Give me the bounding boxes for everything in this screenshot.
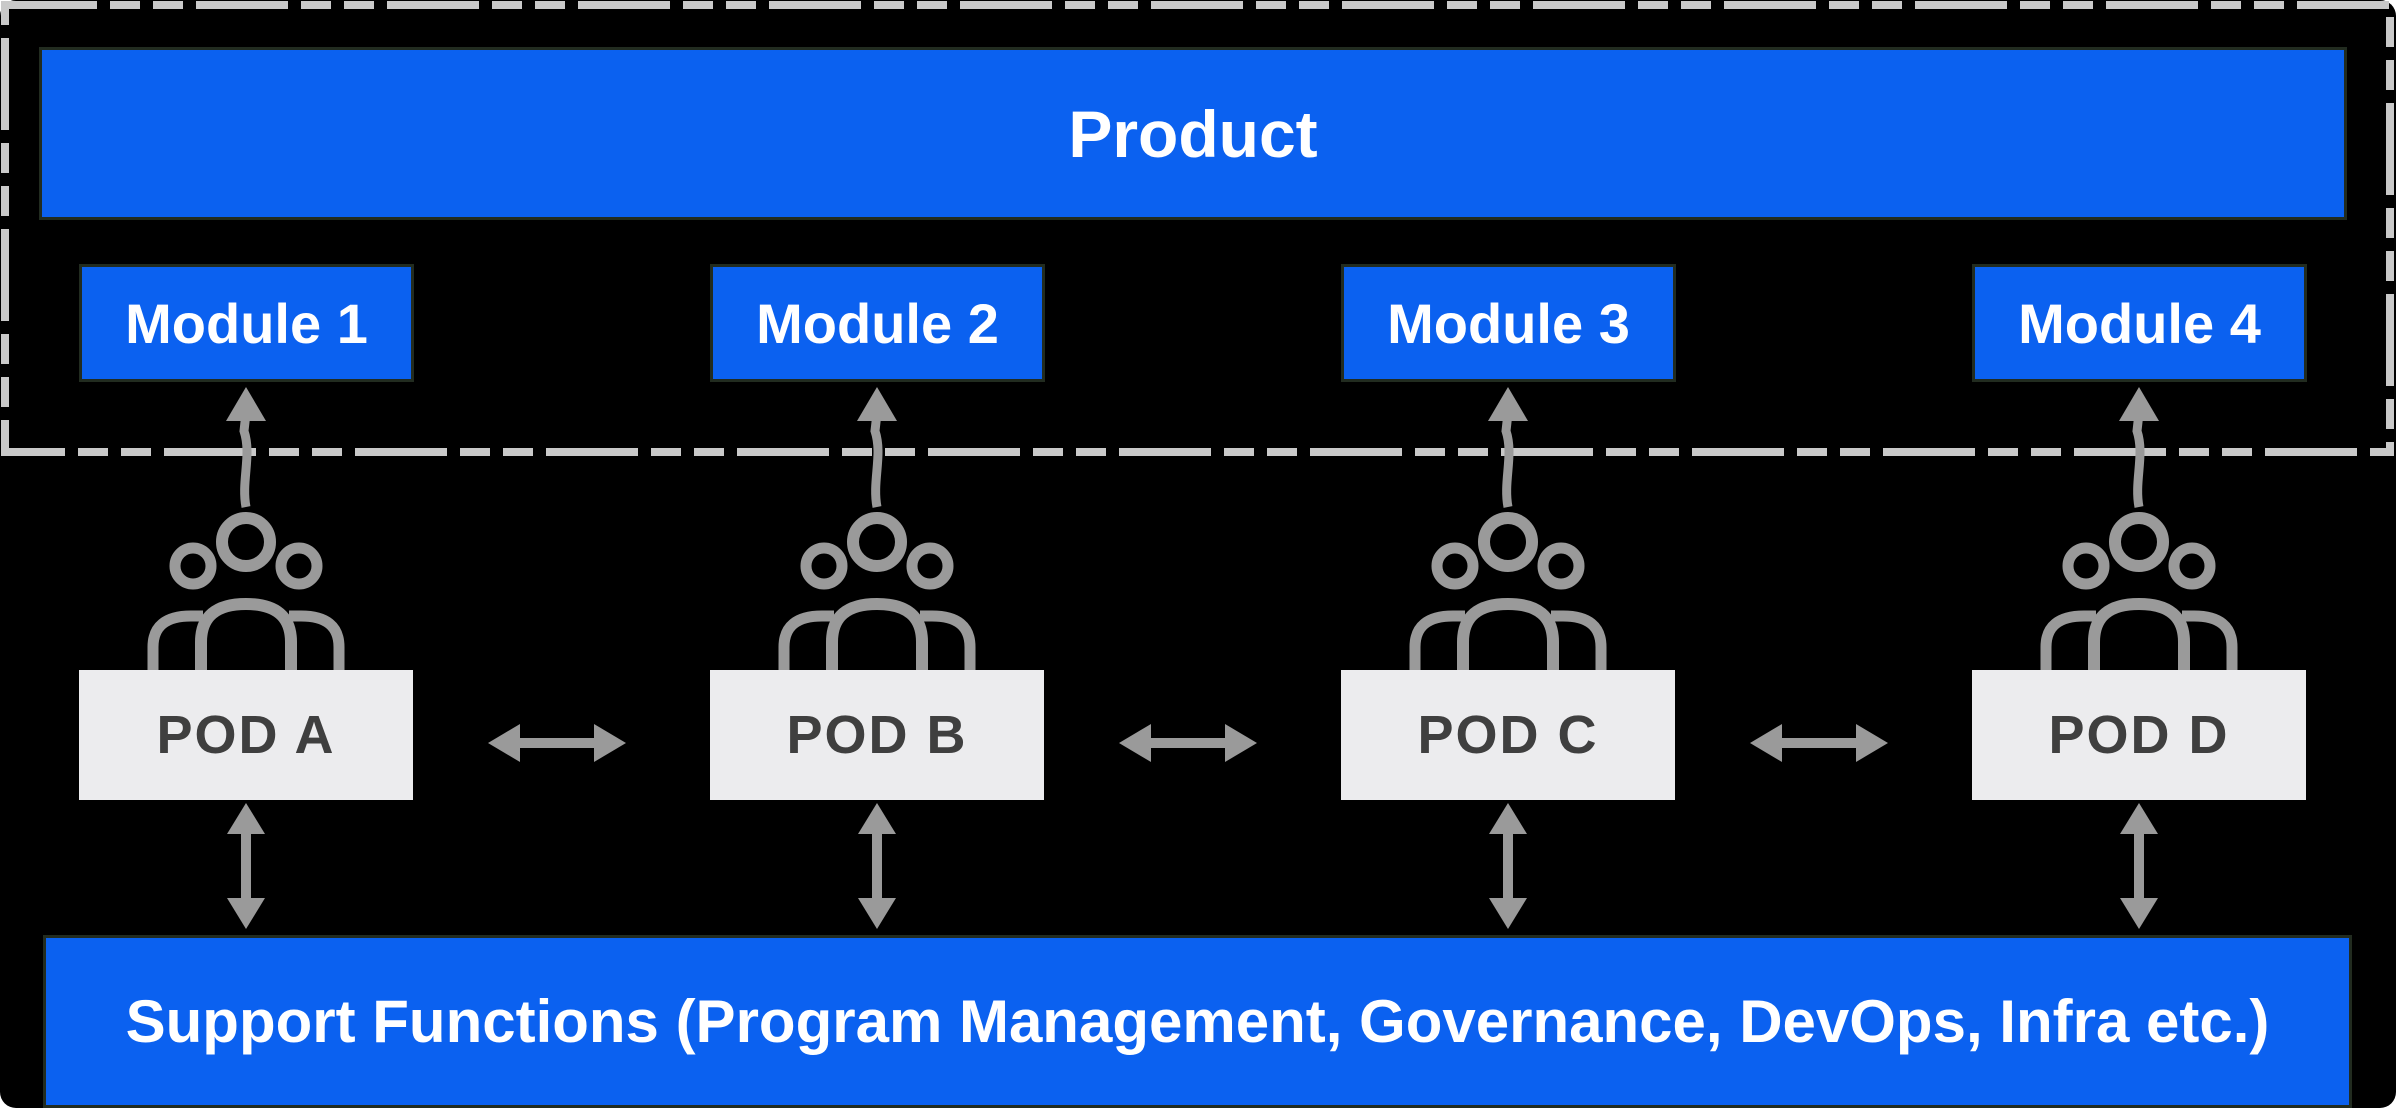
module-box-2: Module 2 [710, 264, 1045, 382]
team-icon [147, 512, 345, 674]
module-label: Module 1 [125, 291, 368, 355]
module-box-4: Module 4 [1972, 264, 2307, 382]
module-box-3: Module 3 [1341, 264, 1676, 382]
team-to-module-arrow-icon [226, 387, 266, 508]
pod-to-support-double-arrow-icon [2120, 803, 2158, 929]
pod-to-support-double-arrow-icon [227, 803, 265, 929]
product-label: Product [1068, 96, 1318, 171]
pod-label: POD C [1417, 705, 1599, 765]
pod-link-double-arrow-icon [1119, 724, 1257, 762]
team-icon [1409, 512, 1607, 674]
module-label: Module 2 [756, 291, 999, 355]
pod-box-d: POD D [1972, 670, 2306, 800]
pod-link-double-arrow-icon [488, 724, 626, 762]
pod-box-c: POD C [1341, 670, 1675, 800]
pod-to-support-double-arrow-icon [858, 803, 896, 929]
pod-box-b: POD B [710, 670, 1044, 800]
pod-link-double-arrow-icon [1750, 724, 1888, 762]
pod-box-a: POD A [79, 670, 413, 800]
support-functions-label: Support Functions (Program Management, G… [125, 988, 2270, 1055]
team-to-module-arrow-icon [2119, 387, 2159, 508]
module-box-1: Module 1 [79, 264, 414, 382]
support-functions-bar: Support Functions (Program Management, G… [43, 935, 2352, 1108]
pod-label: POD D [2048, 705, 2230, 765]
team-icon [2040, 512, 2238, 674]
module-label: Module 4 [2018, 291, 2261, 355]
product-box: Product [39, 47, 2347, 220]
team-to-module-arrow-icon [1488, 387, 1528, 508]
team-to-module-arrow-icon [857, 387, 897, 508]
team-icon [778, 512, 976, 674]
pod-label: POD A [156, 705, 336, 765]
pod-label: POD B [786, 705, 968, 765]
module-label: Module 3 [1387, 291, 1630, 355]
pod-to-support-double-arrow-icon [1489, 803, 1527, 929]
